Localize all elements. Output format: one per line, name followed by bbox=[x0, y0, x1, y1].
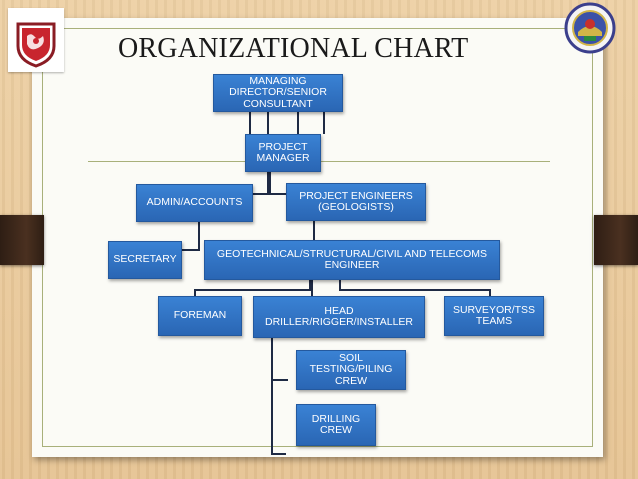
node-head-driller: HEAD DRILLER/RIGGER/INSTALLER bbox=[253, 296, 425, 338]
node-label: MANAGING DIRECTOR/SENIOR CONSULTANT bbox=[229, 74, 327, 110]
node-soil-testing-crew: SOIL TESTING/PILING CREW bbox=[296, 350, 406, 390]
left-crest-logo bbox=[8, 8, 64, 72]
connector-geotech-to-foreman bbox=[194, 280, 311, 296]
node-label: SOIL TESTING/PILING CREW bbox=[309, 351, 393, 387]
connector-pm-to-admin bbox=[253, 172, 269, 195]
connector-admin-to-secretary bbox=[182, 222, 200, 251]
right-binder-tab bbox=[594, 215, 638, 265]
left-binder-tab bbox=[0, 215, 44, 265]
node-secretary: SECRETARY bbox=[108, 241, 182, 279]
node-label: DRILLING CREW bbox=[311, 412, 361, 436]
node-geotechnical-engineer: GEOTECHNICAL/STRUCTURAL/CIVIL AND TELECO… bbox=[204, 240, 500, 280]
node-label: PROJECT ENGINEERS (GEOLOGISTS) bbox=[299, 189, 413, 213]
node-label: PROJECT MANAGER bbox=[256, 140, 310, 164]
node-project-manager: PROJECT MANAGER bbox=[245, 134, 321, 172]
node-label: SURVEYOR/TSS TEAMS bbox=[452, 303, 536, 327]
connector-geotech-to-surveyor bbox=[339, 280, 491, 296]
node-label: HEAD DRILLER/RIGGER/INSTALLER bbox=[264, 304, 413, 328]
node-managing-director: MANAGING DIRECTOR/SENIOR CONSULTANT bbox=[213, 74, 343, 112]
connector-head-driller-branch bbox=[271, 338, 286, 455]
node-drilling-crew: DRILLING CREW bbox=[296, 404, 376, 446]
node-surveyor-teams: SURVEYOR/TSS TEAMS bbox=[444, 296, 544, 336]
right-seal-logo bbox=[564, 2, 616, 54]
node-project-engineers: PROJECT ENGINEERS (GEOLOGISTS) bbox=[286, 183, 426, 221]
node-label: FOREMAN bbox=[173, 309, 227, 322]
node-label: GEOTECHNICAL/STRUCTURAL/CIVIL AND TELECO… bbox=[216, 247, 488, 271]
node-foreman: FOREMAN bbox=[158, 296, 242, 336]
connector-pm-to-engineers bbox=[269, 172, 286, 195]
node-label: SECRETARY bbox=[113, 253, 177, 266]
node-admin-accounts: ADMIN/ACCOUNTS bbox=[136, 184, 253, 222]
node-label: ADMIN/ACCOUNTS bbox=[146, 196, 243, 209]
page-title: ORGANIZATIONAL CHART bbox=[118, 33, 469, 64]
